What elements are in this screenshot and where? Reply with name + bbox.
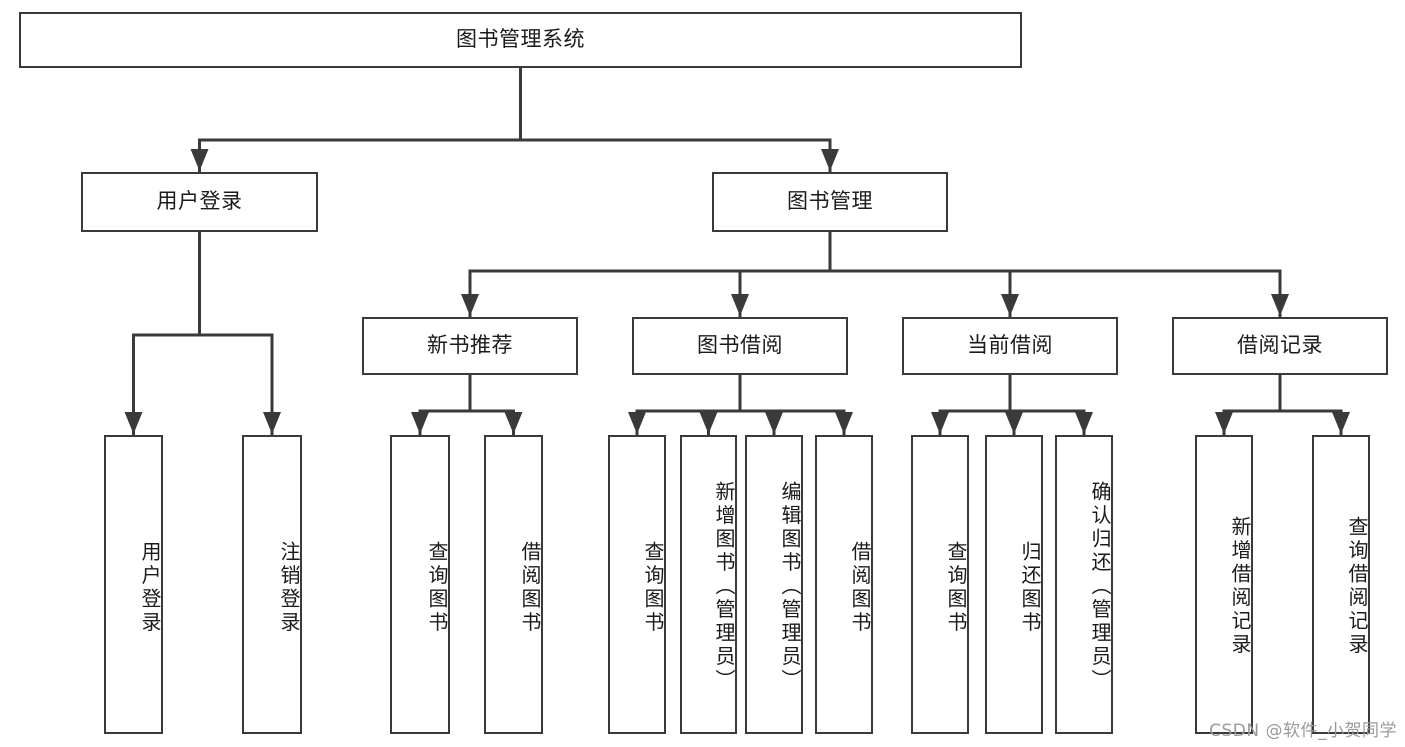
node-label-leaf-confirm-return: 确认归还（管理员）: [1088, 480, 1112, 693]
node-label-leaf-query-book-1: 查询图书: [425, 540, 449, 635]
arrowhead-icon: [190, 149, 209, 171]
node-label-leaf-query-book-2: 查询图书: [641, 540, 665, 635]
node-label-leaf-logout: 注销登录: [277, 540, 301, 635]
node-leaf-query-book-2[interactable]: 查询图书: [608, 435, 666, 734]
arrowhead-icon: [765, 412, 783, 434]
node-label-leaf-borrow-book-2: 借阅图书: [848, 540, 872, 635]
node-borrow-record[interactable]: 借阅记录: [1172, 317, 1388, 375]
node-user-login[interactable]: 用户登录: [81, 172, 318, 232]
watermark-text: CSDN @软件_小贺同学: [1209, 721, 1397, 741]
arrowhead-icon: [1075, 412, 1093, 434]
arrowhead-icon: [731, 294, 749, 316]
arrowhead-icon: [1005, 412, 1023, 434]
node-label-user-login: 用户登录: [156, 189, 243, 214]
node-leaf-borrow-book-1[interactable]: 借阅图书: [484, 435, 543, 734]
arrowhead-icon: [1332, 412, 1350, 434]
node-current-borrow[interactable]: 当前借阅: [902, 317, 1118, 375]
node-leaf-query-book-1[interactable]: 查询图书: [390, 435, 450, 734]
arrowhead-icon: [699, 412, 718, 434]
arrowhead-icon: [931, 412, 949, 434]
node-book-manage[interactable]: 图书管理: [712, 172, 948, 232]
node-book-borrow[interactable]: 图书借阅: [632, 317, 848, 375]
node-label-leaf-return-book: 归还图书: [1018, 540, 1042, 635]
arrowhead-icon: [628, 412, 646, 434]
node-label-leaf-user-login: 用户登录: [138, 540, 162, 635]
arrowhead-icon: [1215, 412, 1233, 434]
node-leaf-query-book-3[interactable]: 查询图书: [911, 435, 969, 734]
arrowhead-icon: [1271, 294, 1289, 316]
node-label-borrow-record: 借阅记录: [1237, 333, 1323, 358]
node-label-leaf-add-record: 新增借阅记录: [1228, 516, 1252, 657]
node-label-new-book-recommend: 新书推荐: [427, 333, 513, 358]
node-label-current-borrow: 当前借阅: [967, 333, 1053, 358]
node-leaf-return-book[interactable]: 归还图书: [985, 435, 1043, 734]
arrowhead-icon: [263, 412, 281, 434]
node-label-book-manage: 图书管理: [787, 189, 873, 214]
node-leaf-edit-book[interactable]: 编辑图书（管理员）: [745, 435, 803, 734]
node-leaf-confirm-return[interactable]: 确认归还（管理员）: [1055, 435, 1113, 734]
node-label-book-borrow: 图书借阅: [697, 333, 783, 358]
node-leaf-query-record[interactable]: 查询借阅记录: [1312, 435, 1370, 734]
node-label-leaf-edit-book: 编辑图书（管理员）: [778, 480, 802, 693]
arrowhead-icon: [411, 412, 429, 434]
node-leaf-add-book[interactable]: 新增图书（管理员）: [680, 435, 737, 734]
node-label-leaf-add-book: 新增图书（管理员）: [712, 480, 736, 693]
node-leaf-user-login[interactable]: 用户登录: [104, 435, 163, 734]
node-leaf-logout[interactable]: 注销登录: [242, 435, 302, 734]
arrowhead-icon: [504, 412, 523, 434]
node-leaf-borrow-book-2[interactable]: 借阅图书: [815, 435, 873, 734]
node-label-leaf-borrow-book-1: 借阅图书: [518, 540, 542, 635]
arrowhead-icon: [124, 412, 143, 434]
node-label-leaf-query-record: 查询借阅记录: [1345, 516, 1369, 657]
arrowhead-icon: [461, 294, 479, 316]
arrowhead-icon: [821, 149, 839, 171]
node-label-leaf-query-book-3: 查询图书: [944, 540, 968, 635]
node-label-root: 图书管理系统: [456, 27, 585, 52]
node-new-book-recommend[interactable]: 新书推荐: [362, 317, 578, 375]
node-root[interactable]: 图书管理系统: [19, 12, 1022, 68]
node-leaf-add-record[interactable]: 新增借阅记录: [1195, 435, 1253, 734]
arrowhead-icon: [1001, 294, 1019, 316]
arrowhead-icon: [835, 412, 853, 434]
